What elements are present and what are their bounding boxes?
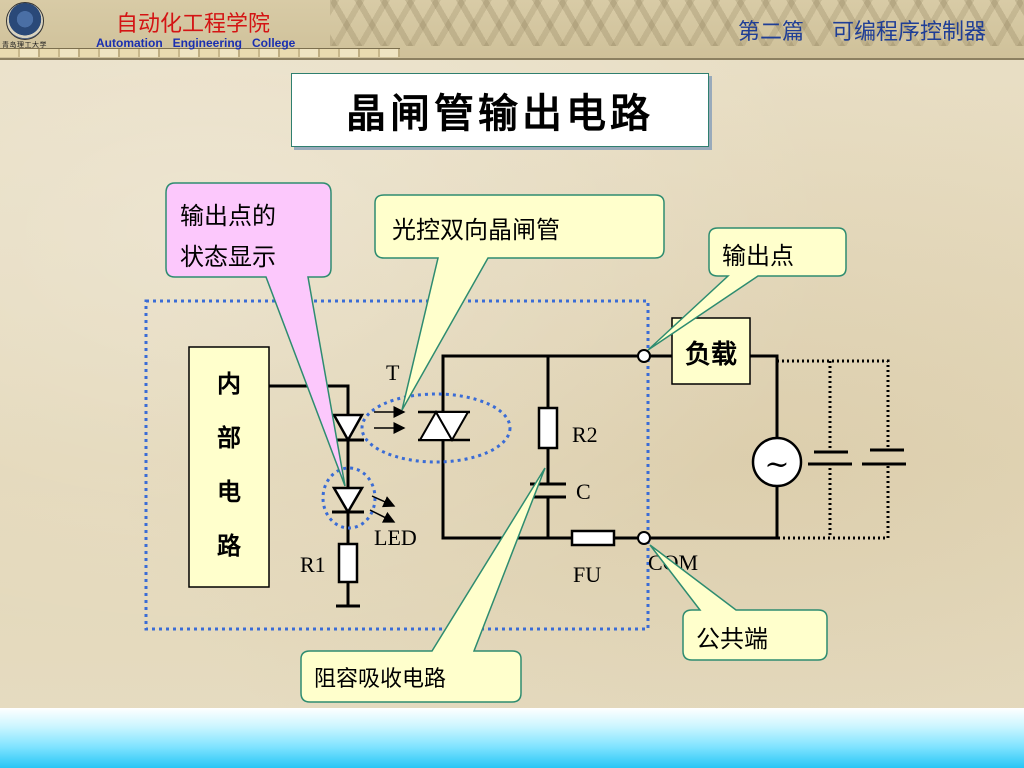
- ac-source-symbol: ~: [764, 447, 789, 482]
- status-led: [331, 486, 365, 515]
- university-name: 青岛理工大学: [2, 41, 47, 49]
- internal-circuit-char-3: 电: [217, 477, 241, 506]
- callout-output-text: 输出点: [722, 242, 794, 270]
- label-r2: R2: [572, 422, 598, 447]
- slide-header: 青岛理工大学 自动化工程学院 Automation Engineering Co…: [0, 0, 1024, 60]
- output-terminal: [637, 349, 651, 363]
- callout-common-text: 公共端: [696, 625, 768, 653]
- plc-boundary: [144, 299, 650, 631]
- com-terminal: [637, 531, 651, 545]
- dc-supply-dotted: [777, 359, 890, 540]
- callout-snubber-text: 阻容吸收电路: [314, 667, 446, 692]
- slide-title: 晶闸管输出电路: [346, 90, 654, 137]
- callout-snubber: 阻容吸收电路: [300, 467, 546, 703]
- load-label: 负载: [685, 340, 737, 370]
- slide-footer: [0, 708, 1024, 768]
- callout-status-line-2: 状态显示: [180, 243, 276, 271]
- college-name-en: Automation Engineering College: [96, 36, 296, 50]
- fuse-fu: [570, 529, 616, 547]
- chapter-title: 第二篇 可编程序控制器: [738, 20, 986, 45]
- internal-circuit-char-4: 路: [217, 531, 242, 560]
- internal-circuit-block: 内 部 电 路: [188, 346, 270, 588]
- resistor-r1: [337, 542, 359, 584]
- callout-output-point: 输出点: [647, 227, 847, 351]
- label-r1: R1: [300, 552, 326, 577]
- college-name-cn: 自动化工程学院: [116, 12, 271, 37]
- led-emit-arrows: [369, 495, 396, 523]
- callout-status-line-1: 输出点的: [180, 202, 276, 230]
- callout-common: 公共端: [649, 544, 828, 661]
- opto-light-arrows: [374, 406, 406, 434]
- university-logo: [6, 2, 44, 40]
- label-fu: FU: [573, 562, 601, 587]
- label-led: LED: [374, 525, 417, 550]
- label-t: T: [386, 360, 400, 385]
- internal-circuit-char-1: 内: [217, 369, 241, 398]
- label-c: C: [576, 479, 591, 504]
- header-pattern: [330, 0, 1024, 46]
- header-stripe: [0, 48, 400, 57]
- optocoupler-ellipse: [360, 392, 512, 464]
- callout-triac-text: 光控双向晶闸管: [392, 216, 560, 244]
- dc-supply-plates: [808, 448, 906, 466]
- ac-source: [751, 436, 803, 488]
- callout-status-display: 输出点的 状态显示: [165, 182, 346, 487]
- triac-symbol: [418, 409, 470, 443]
- internal-circuit-char-2: 部: [217, 423, 241, 452]
- resistor-r2: [537, 406, 559, 450]
- load-block: [671, 317, 751, 385]
- slide-title-box: 晶闸管输出电路: [291, 73, 709, 147]
- callout-triac: 光控双向晶闸管: [374, 194, 665, 411]
